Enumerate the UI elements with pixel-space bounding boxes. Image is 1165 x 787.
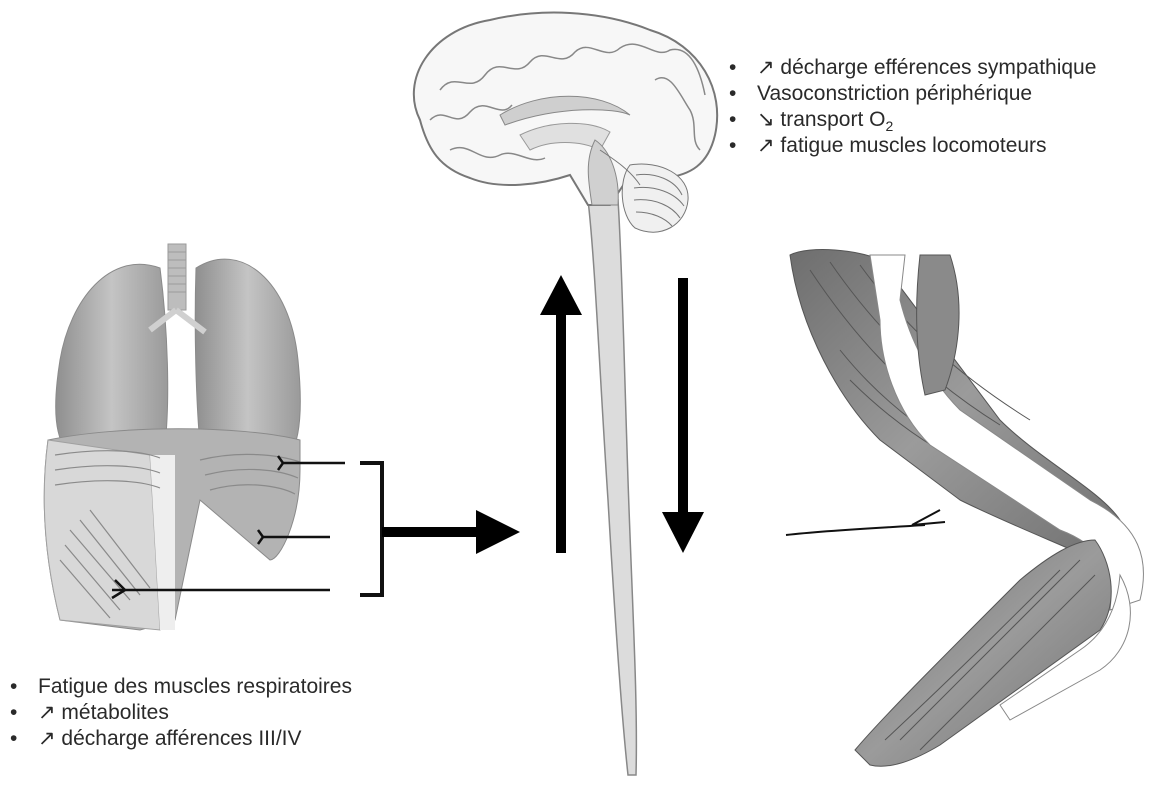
lungs-diaphragm-illustration	[44, 244, 382, 630]
list-item: ↘ transport O2	[727, 107, 1096, 133]
descending-arrow	[662, 278, 704, 553]
list-item: ↗ décharge efférences sympathique	[727, 55, 1096, 81]
list-item: ↗ fatigue muscles locomoteurs	[727, 133, 1096, 159]
list-item-text: Fatigue des muscles respiratoires	[38, 675, 352, 698]
list-item: ↗ décharge afférences III/IV	[8, 726, 352, 752]
list-item-text: Vasoconstriction périphérique	[757, 82, 1032, 105]
afferent-arrow	[382, 510, 520, 554]
list-item-text: ↗ fatigue muscles locomoteurs	[757, 134, 1047, 157]
leg-muscles-illustration	[786, 250, 1143, 767]
efferent-effects-list: ↗ décharge efférences sympathique Vasoco…	[727, 55, 1096, 159]
list-item-text: ↘ transport O	[757, 108, 885, 131]
afferent-effects-list: Fatigue des muscles respiratoires ↗ méta…	[8, 674, 352, 752]
list-item: Vasoconstriction périphérique	[727, 81, 1096, 107]
subscript: 2	[885, 118, 893, 134]
list-item: ↗ métabolites	[8, 700, 352, 726]
list-item-text: ↗ métabolites	[38, 701, 169, 724]
list-item: Fatigue des muscles respiratoires	[8, 674, 352, 700]
list-item-text: ↗ décharge efférences sympathique	[757, 56, 1096, 79]
list-item-text: ↗ décharge afférences III/IV	[38, 727, 302, 750]
ascending-arrow	[540, 275, 582, 553]
